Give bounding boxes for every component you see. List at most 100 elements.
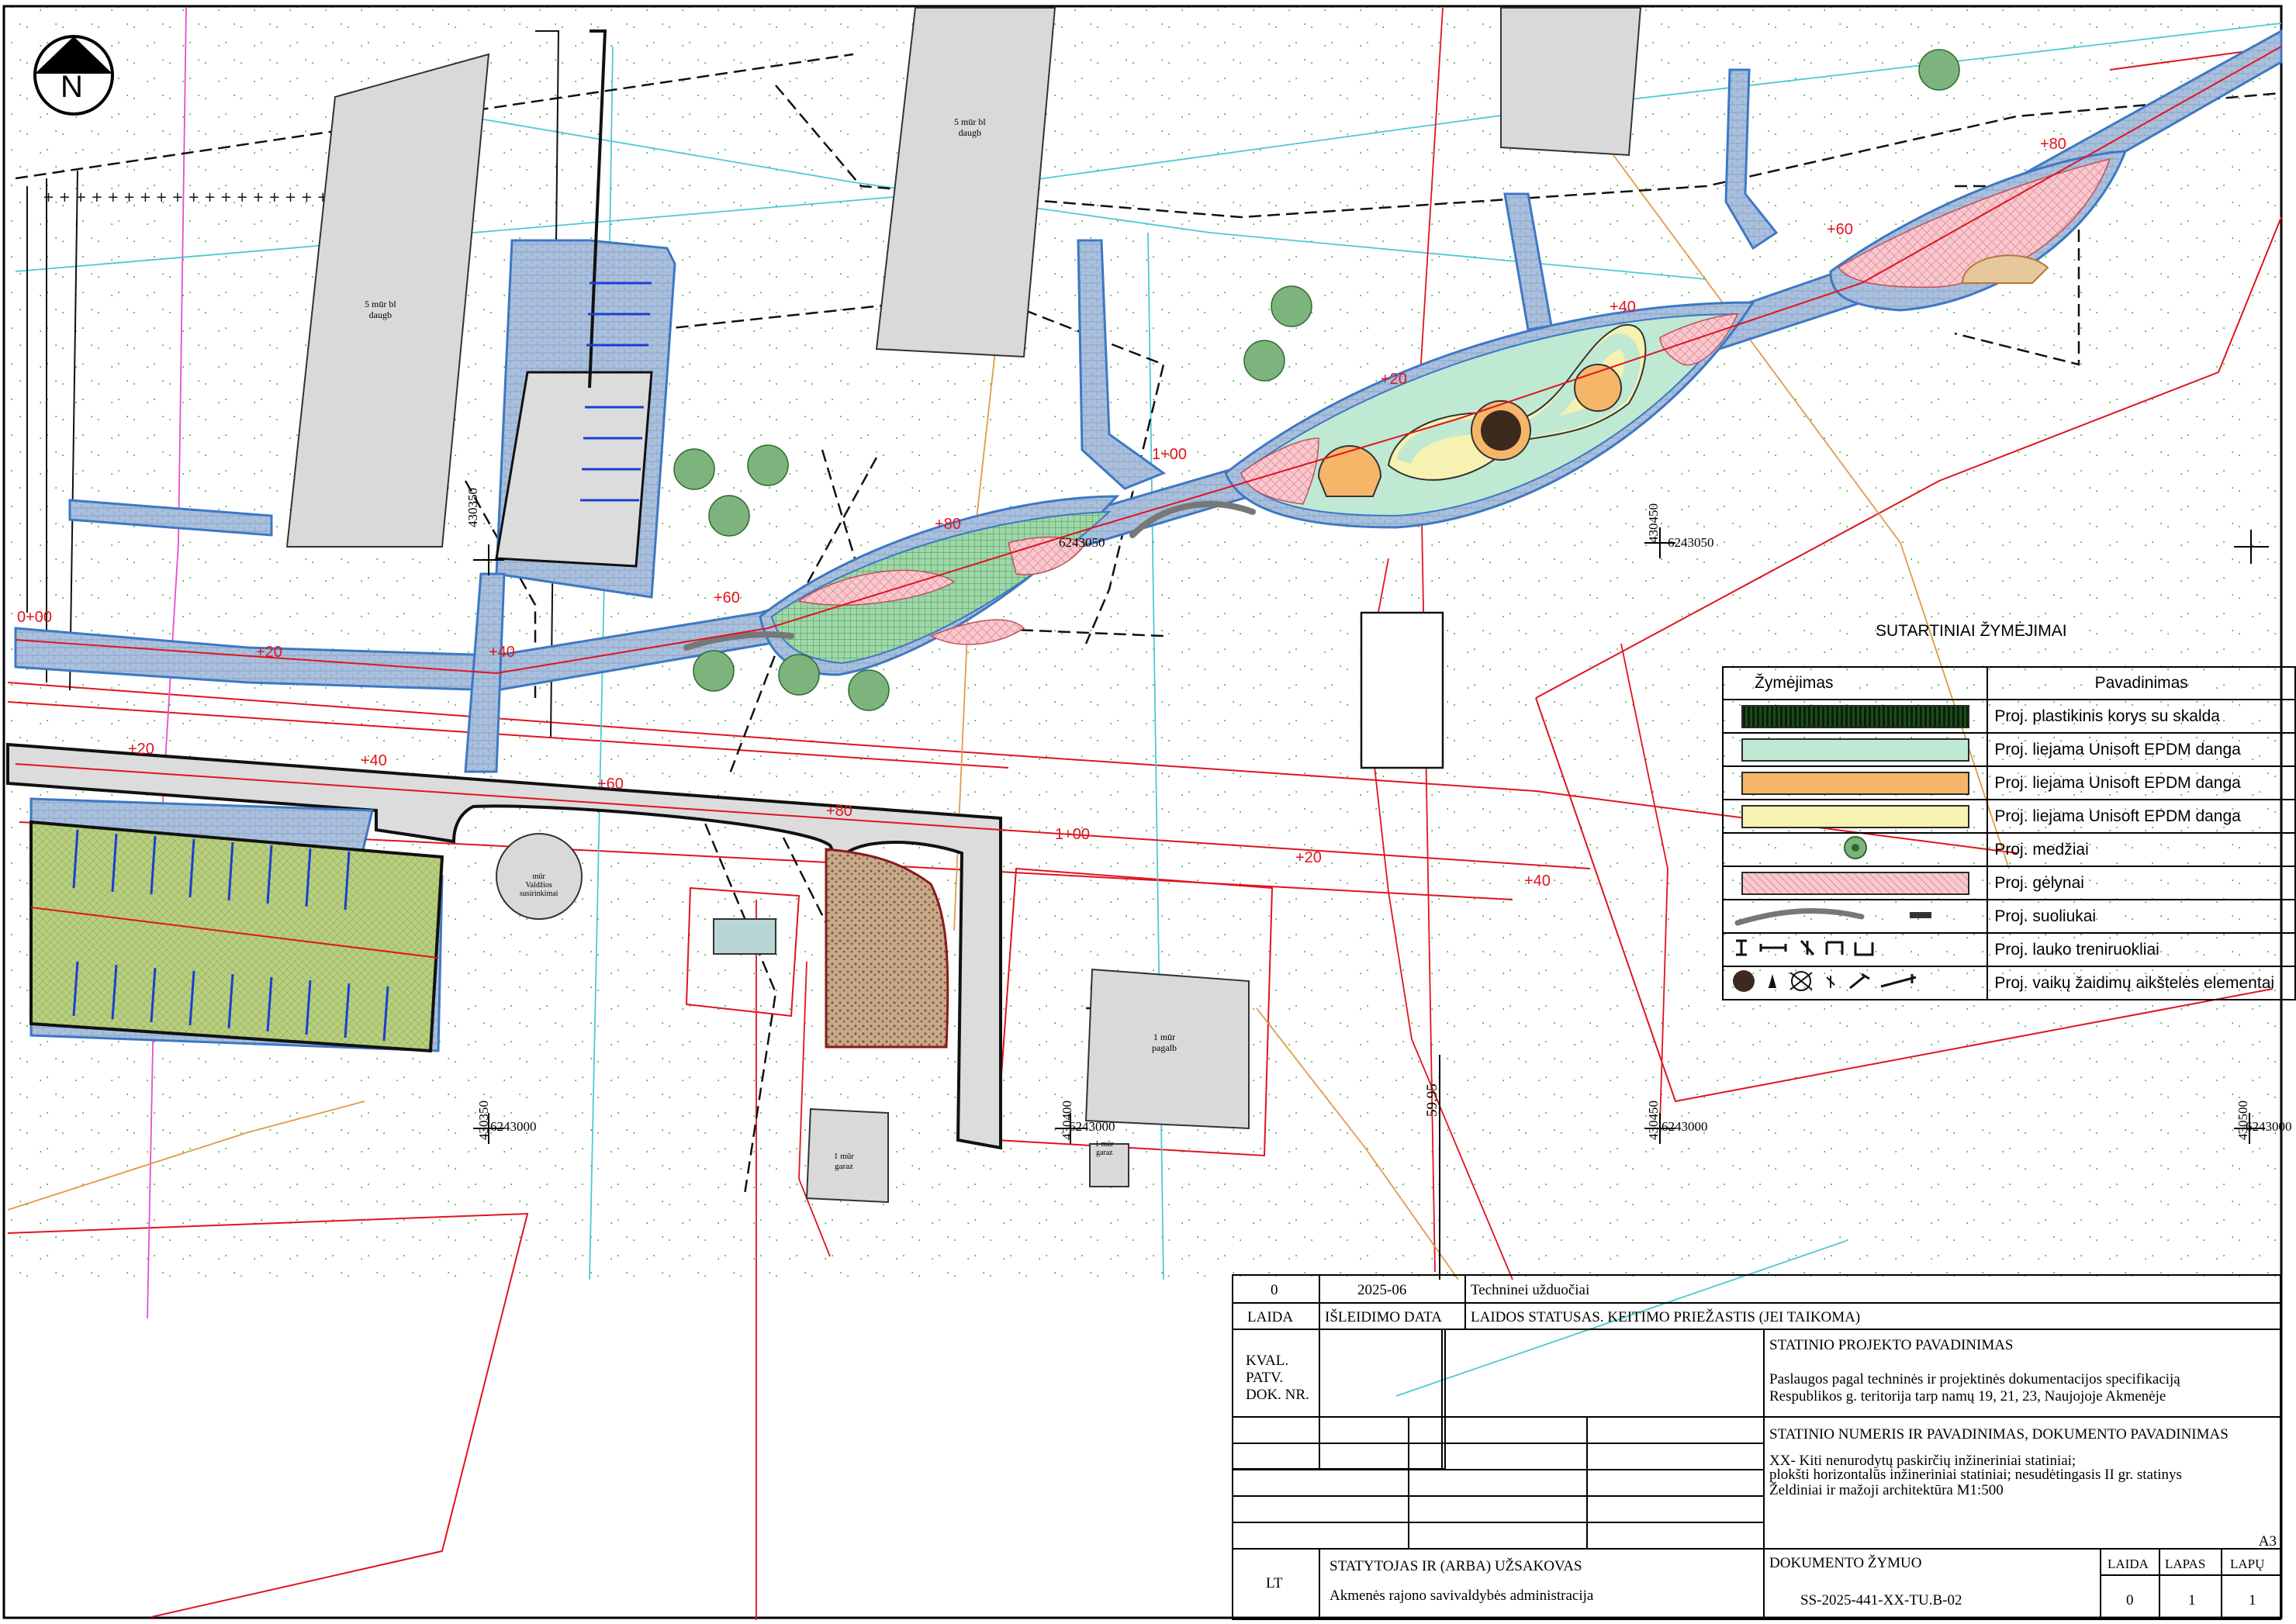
- yellow-swatch-icon: [1741, 804, 1969, 828]
- tb-client-name: Akmenės rajono savivaldybės administraci…: [1330, 1588, 1594, 1604]
- tb-kval-2: PATV.: [1246, 1370, 1284, 1386]
- elevation-label: 59.95: [1424, 1083, 1440, 1117]
- west-play-area: [770, 510, 1112, 665]
- chainage-label: +80: [935, 516, 961, 533]
- tb-grid-cell: [1232, 1443, 1409, 1470]
- legend-symbol: [1721, 932, 1989, 967]
- tb-lapas: 1: [2188, 1592, 2196, 1608]
- tb-h-date-cell: IŠLEIDIMO DATA: [1319, 1302, 1466, 1330]
- tb-grid-cell: [1232, 1522, 1409, 1550]
- tb-grid-cell: [1408, 1416, 1588, 1444]
- chainage-label: +20: [128, 741, 154, 758]
- building-type: garaz: [835, 1162, 853, 1172]
- coord-x: 430450: [1646, 503, 1661, 543]
- building-6: [1089, 1143, 1129, 1187]
- chainage-label: +40: [361, 752, 387, 769]
- tb-grid-cell: [1408, 1469, 1588, 1497]
- tb-grid-cell: [1586, 1522, 1765, 1550]
- legend-symbol: [1721, 866, 1989, 900]
- tb-lapas-cell: 1: [2159, 1574, 2222, 1620]
- building-type: Valdžios: [525, 881, 552, 890]
- chainage-label: 1+00: [1055, 826, 1091, 843]
- coord-y: 6243000: [2246, 1119, 2292, 1134]
- legend-label: Proj. liejama Unisoft EPDM danga: [1987, 765, 2296, 800]
- tb-grid-cell: [1232, 1495, 1409, 1523]
- existing-trees: [673, 49, 1960, 711]
- coord-y: 6243000: [1661, 1119, 1708, 1134]
- legend-symbol: [1721, 699, 1989, 734]
- tb-laida: 0: [2126, 1592, 2134, 1608]
- legend-row: Proj. lauko treniruokliai: [1721, 932, 2296, 967]
- legend-label: Proj. medžiai: [1987, 832, 2296, 867]
- tb-blank-wide: [1319, 1329, 1765, 1418]
- chainage-label: +60: [597, 776, 624, 793]
- legend-label: Proj. suoliukai: [1987, 899, 2296, 934]
- chainage-label: +80: [826, 803, 852, 820]
- building-2: [875, 7, 1056, 358]
- playground-icons: [1733, 969, 1917, 992]
- tb-grid-cell: [1586, 1495, 1765, 1523]
- legend-row: Proj. plastikinis korys su skalda: [1721, 699, 2296, 734]
- tb-lapu-cell: 1: [2221, 1574, 2281, 1620]
- tb-laida-h-cell: LAIDA: [2100, 1548, 2160, 1576]
- legend: Žymėjimas Pavadinimas Proj. plastikinis …: [1721, 666, 2296, 1000]
- small-structure: [713, 918, 776, 955]
- tb-h-status-cell: LAIDOS STATUSAS. KEITIMO PRIEŽASTIS (JEI…: [1464, 1302, 2281, 1330]
- tb-kval-1: KVAL.: [1246, 1353, 1289, 1369]
- pink-hatched-swatch-icon: [1741, 871, 1969, 895]
- tb-laida-cell: 0: [2100, 1574, 2160, 1620]
- tb-kval-3: DOK. NR.: [1246, 1387, 1309, 1403]
- chainage-label: +40: [489, 644, 515, 661]
- tb-lapas-h-cell: LAPAS: [2159, 1548, 2222, 1576]
- tb-grid-cell: [1408, 1443, 1588, 1470]
- tb-object-line1: XX- Kiti nenurodytų paskirčių inžinerini…: [1769, 1453, 2076, 1469]
- tb-laida-h: LAIDA: [2108, 1557, 2149, 1571]
- chainage-label: +20: [256, 644, 282, 661]
- north-arrow-label: N: [61, 70, 83, 104]
- tb-h-date: IŠLEIDIMO DATA: [1325, 1309, 1442, 1325]
- building-type: garaz: [1095, 1149, 1113, 1157]
- coord-x: 430350: [465, 488, 480, 527]
- tb-lapu-h: LAPŲ: [2230, 1557, 2265, 1571]
- building-4: [1084, 968, 1250, 1130]
- legend-label: Proj. gėlynai: [1987, 866, 2296, 900]
- legend-symbol: [1721, 732, 1989, 767]
- chainage-line: [15, 46, 2282, 869]
- tb-client-header: STATYTOJAS IR (ARBA) UŽSAKOVAS: [1330, 1558, 1582, 1574]
- plot-boundaries: [7, 46, 2282, 1618]
- tb-object-line3: Želdiniai ir mažoji architektūra M1:500: [1769, 1482, 2004, 1498]
- tree-icon: [1843, 835, 1867, 859]
- tb-doc-code: SS-2025-441-XX-TU.B-02: [1800, 1592, 1962, 1608]
- tb-rev-status: Techninei užduočiai: [1471, 1282, 1590, 1298]
- tb-grid-cell: [1408, 1495, 1588, 1523]
- coord-y: 6243050: [1668, 535, 1714, 550]
- tb-grid-cell: [1586, 1443, 1765, 1470]
- coord-y: 6243000: [1069, 1119, 1115, 1134]
- legend-label: Proj. liejama Unisoft EPDM danga: [1987, 732, 2296, 767]
- gravel-area: [825, 848, 949, 1049]
- legend-symbol: [1721, 899, 1989, 934]
- legend-header-row: Žymėjimas Pavadinimas: [1721, 666, 2296, 700]
- tb-client-cell: STATYTOJAS IR (ARBA) UŽSAKOVAS Akmenės r…: [1319, 1548, 1765, 1620]
- tb-project-title-line2: Respublikos g. teritorija tarp namų 19, …: [1769, 1388, 2166, 1405]
- legend-row: Proj. liejama Unisoft EPDM danga: [1721, 799, 2296, 834]
- legend-symbol: [1721, 799, 1989, 834]
- tb-rev-no-cell: 0: [1232, 1274, 1320, 1304]
- technical-structure: [1360, 611, 1444, 769]
- gym-equipment-icons: [1736, 939, 1874, 955]
- legend-label: Proj. lauko treniruokliai: [1987, 932, 2296, 967]
- legend-label: Proj. liejama Unisoft EPDM danga: [1987, 799, 2296, 834]
- east-play-area: [1240, 313, 1739, 517]
- north-arrow: [33, 35, 114, 116]
- coord-x: 430350: [476, 1101, 491, 1140]
- chainage-label: +60: [714, 589, 740, 606]
- parking-lot-south: [29, 820, 444, 1053]
- tb-format: A3: [2258, 1533, 2277, 1550]
- legend-row: Proj. gėlynai: [1721, 866, 2296, 900]
- parking-lot-north: [495, 29, 676, 599]
- fence-marks: + + + + + + + + + + + + + + + + + + + + …: [43, 189, 410, 206]
- building-name: 1 mūr: [834, 1152, 854, 1161]
- coord-x: 430450: [1646, 1101, 1661, 1140]
